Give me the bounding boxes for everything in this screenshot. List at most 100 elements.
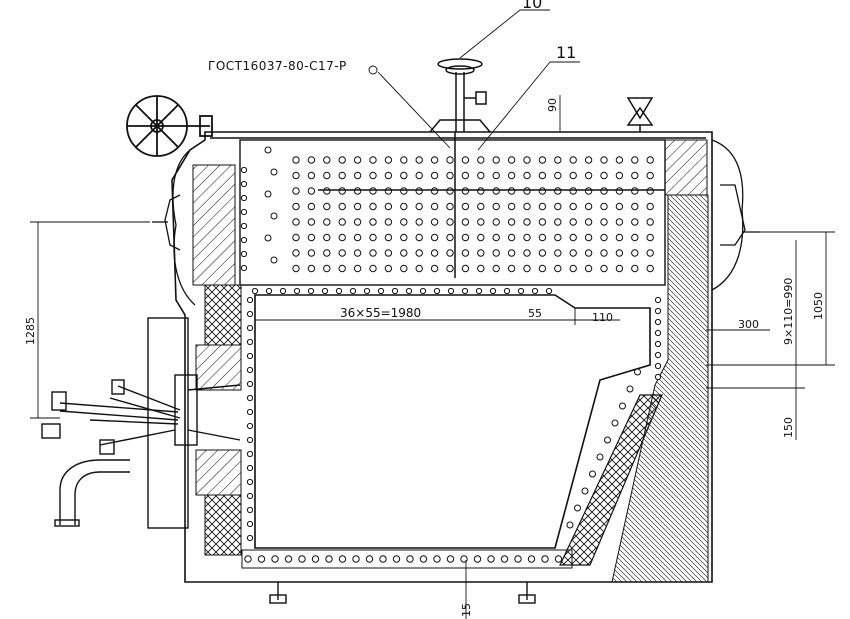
tube-icon <box>631 156 639 164</box>
tube-icon <box>600 218 608 226</box>
tube-icon <box>363 287 371 295</box>
tube-icon <box>600 249 608 257</box>
tube-icon <box>538 171 547 180</box>
tube-icon <box>246 296 254 304</box>
tube-icon <box>461 218 470 226</box>
tube-icon <box>600 171 608 180</box>
tube-icon <box>415 218 423 226</box>
tube-icon <box>246 352 254 360</box>
tube-icon <box>461 287 469 295</box>
tube-icon <box>369 233 377 242</box>
tube-icon <box>353 202 362 211</box>
tube-icon <box>352 555 360 563</box>
tube-icon <box>264 234 272 242</box>
tube-icon <box>507 249 516 257</box>
tube-icon <box>257 555 266 563</box>
tube-icon <box>369 202 377 211</box>
tube-icon <box>554 555 563 563</box>
tube-icon <box>307 264 316 273</box>
tube-icon <box>240 194 248 202</box>
tube-icon <box>307 156 316 164</box>
tube-icon <box>400 202 408 211</box>
tube-icon <box>323 233 331 242</box>
dim-height-1050: 1050 <box>812 292 825 320</box>
tube-icon <box>487 555 495 563</box>
tube-icon <box>292 264 300 273</box>
tube-icon <box>646 233 654 242</box>
left-refractory-wall <box>192 164 242 556</box>
tube-icon <box>477 171 485 180</box>
tube-icon <box>654 351 662 359</box>
tube-icon <box>338 249 346 257</box>
tube-icon <box>246 506 254 514</box>
tube-icon <box>353 187 362 195</box>
dim-tube-pitch: 36×55=1980 <box>340 306 421 320</box>
tube-icon <box>461 187 470 195</box>
tube-icon <box>492 187 500 195</box>
safety-valve-icon <box>626 97 654 132</box>
tube-icon <box>654 307 662 315</box>
tube-icon <box>415 202 423 211</box>
tube-icon <box>626 385 634 393</box>
tube-icon <box>584 233 593 242</box>
tube-icon <box>369 156 377 164</box>
tube-icon <box>461 233 470 242</box>
tube-icon <box>246 436 254 444</box>
tube-icon <box>646 218 654 226</box>
tube-icon <box>349 287 357 295</box>
left-drum-end <box>152 149 196 306</box>
tube-icon <box>240 222 248 230</box>
tube-icon <box>446 218 454 226</box>
support-feet <box>269 582 536 604</box>
gost-reference: ГОСТ16037-80-С17-Р <box>208 59 347 73</box>
tube-icon <box>615 187 624 195</box>
dim-pitch-55: 55 <box>528 307 542 320</box>
tube-icon <box>415 264 423 273</box>
tube-icon <box>541 555 549 563</box>
tube-icon <box>569 249 577 257</box>
tube-icon <box>433 555 441 563</box>
tube-icon <box>246 450 254 458</box>
tube-icon <box>566 521 574 529</box>
tube-icon <box>523 171 531 180</box>
tube-icon <box>538 218 547 226</box>
tube-icon <box>353 264 362 273</box>
tube-icon <box>369 218 377 226</box>
tube-icon <box>246 520 254 528</box>
right-drum-end <box>711 139 760 291</box>
tube-icon <box>615 202 624 211</box>
tube-icon <box>246 380 254 388</box>
tube-icon <box>523 187 531 195</box>
tube-icon <box>538 233 547 242</box>
tube-icon <box>646 264 654 273</box>
tube-icon <box>338 202 346 211</box>
tube-icon <box>353 171 362 180</box>
tube-icon <box>600 202 608 211</box>
tube-icon <box>477 156 485 164</box>
tube-icon <box>569 233 577 242</box>
tube-icon <box>323 156 331 164</box>
upper-tube-bank <box>239 139 666 286</box>
tube-icon <box>365 555 374 563</box>
tube-icon <box>292 187 300 195</box>
tube-icon <box>323 187 331 195</box>
tube-icon <box>461 249 470 257</box>
tube-icon <box>517 287 525 295</box>
tube-icon <box>554 202 562 211</box>
tube-icon <box>307 171 316 180</box>
tube-icon <box>384 264 393 273</box>
tube-icon <box>654 329 662 337</box>
tube-icon <box>419 287 427 295</box>
tube-icon <box>507 187 516 195</box>
tube-icon <box>523 156 531 164</box>
tube-icon <box>538 202 547 211</box>
tube-icon <box>384 171 393 180</box>
tube-icon <box>477 233 485 242</box>
tube-icon <box>615 218 624 226</box>
tube-icon <box>475 287 483 295</box>
tube-icon <box>246 534 254 542</box>
tube-icon <box>600 264 608 273</box>
tube-icon <box>584 218 593 226</box>
tube-icon <box>369 187 377 195</box>
tube-icon <box>503 287 511 295</box>
